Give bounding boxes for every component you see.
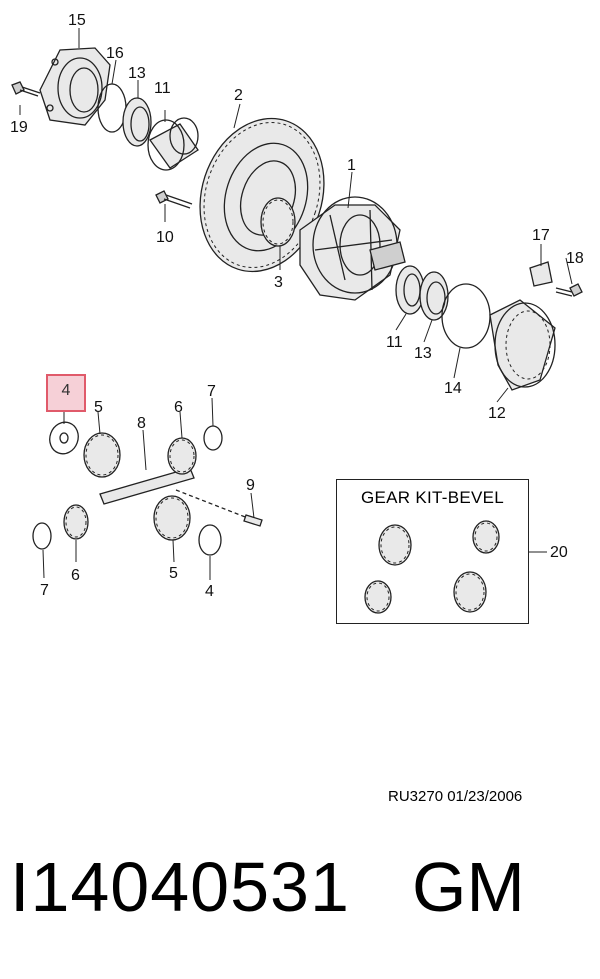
part-7-washer-bottom xyxy=(32,522,52,550)
callout-4-bottom: 4 xyxy=(205,583,214,600)
part-11-bearing-top xyxy=(147,117,199,171)
part-14-ring xyxy=(441,283,491,349)
kit-gear-small-1 xyxy=(472,520,500,554)
callout-6-bottom: 6 xyxy=(71,567,80,584)
callout-8: 8 xyxy=(137,415,146,432)
gear-kit-title: GEAR KIT-BEVEL xyxy=(360,488,505,507)
leader-lines xyxy=(19,28,573,580)
brand-name: GM xyxy=(412,848,525,926)
highlighted-callout-box[interactable]: 4 xyxy=(46,374,86,412)
part-13-race-mid xyxy=(419,271,449,321)
diagram-reference-stamp: RU3270 01/23/2006 xyxy=(388,788,523,805)
callout-18: 18 xyxy=(566,250,584,267)
callout-3: 3 xyxy=(274,274,283,291)
part-19-bolt xyxy=(11,81,41,97)
part-5-gear-top xyxy=(83,432,121,478)
part-6-gear-top xyxy=(167,437,197,475)
callout-9: 9 xyxy=(246,477,255,494)
part-12-sleeve xyxy=(489,299,556,391)
callout-10: 10 xyxy=(156,229,174,246)
callout-17: 17 xyxy=(532,227,550,244)
callout-19: 19 xyxy=(10,119,28,136)
part-4-washer-top xyxy=(49,421,79,455)
callout-13-top: 13 xyxy=(128,65,146,82)
part-7-washer-top xyxy=(203,425,223,451)
callout-6-top: 6 xyxy=(174,399,183,416)
part-1-differential-case xyxy=(299,196,406,301)
kit-gear-small-2 xyxy=(364,580,392,614)
callout-15: 15 xyxy=(68,12,86,29)
callout-14: 14 xyxy=(444,380,462,397)
part-6-gear-bottom xyxy=(63,504,89,540)
callout-20: 20 xyxy=(550,544,568,561)
part-16-ring xyxy=(97,83,127,133)
callout-4-highlight: 4 xyxy=(61,382,71,399)
callout-7-top: 7 xyxy=(207,383,216,400)
callout-16: 16 xyxy=(106,45,124,62)
gear-kit-box: GEAR KIT-BEVEL xyxy=(336,479,529,624)
part-4-washer-bottom xyxy=(198,524,222,556)
callout-2: 2 xyxy=(234,87,243,104)
part-number: I14040531 xyxy=(10,848,350,926)
part-13-race-top xyxy=(122,97,152,147)
callout-5-top: 5 xyxy=(94,399,103,416)
kit-gear-large-1 xyxy=(378,524,412,566)
callout-5-bottom: 5 xyxy=(169,565,178,582)
part-3-drive-gear xyxy=(260,197,296,247)
callout-13-mid: 13 xyxy=(414,345,432,362)
part-5-gear-bottom xyxy=(153,495,191,541)
callout-11-mid: 11 xyxy=(386,334,403,351)
callout-11-top: 11 xyxy=(154,80,171,97)
callout-1: 1 xyxy=(347,157,356,174)
part-10-bolt xyxy=(155,190,193,209)
part-9-pin xyxy=(175,489,263,527)
callout-12: 12 xyxy=(488,405,506,422)
callout-7-bottom: 7 xyxy=(40,582,49,599)
part-17-clip xyxy=(529,261,553,287)
part-4-washer-top-hole xyxy=(59,432,69,444)
part-8-shaft xyxy=(99,467,195,505)
kit-gear-large-2 xyxy=(453,571,487,613)
part-18-bolt xyxy=(555,283,583,297)
part-15-housing xyxy=(39,47,111,126)
part-11-bearing-mid xyxy=(395,265,425,315)
